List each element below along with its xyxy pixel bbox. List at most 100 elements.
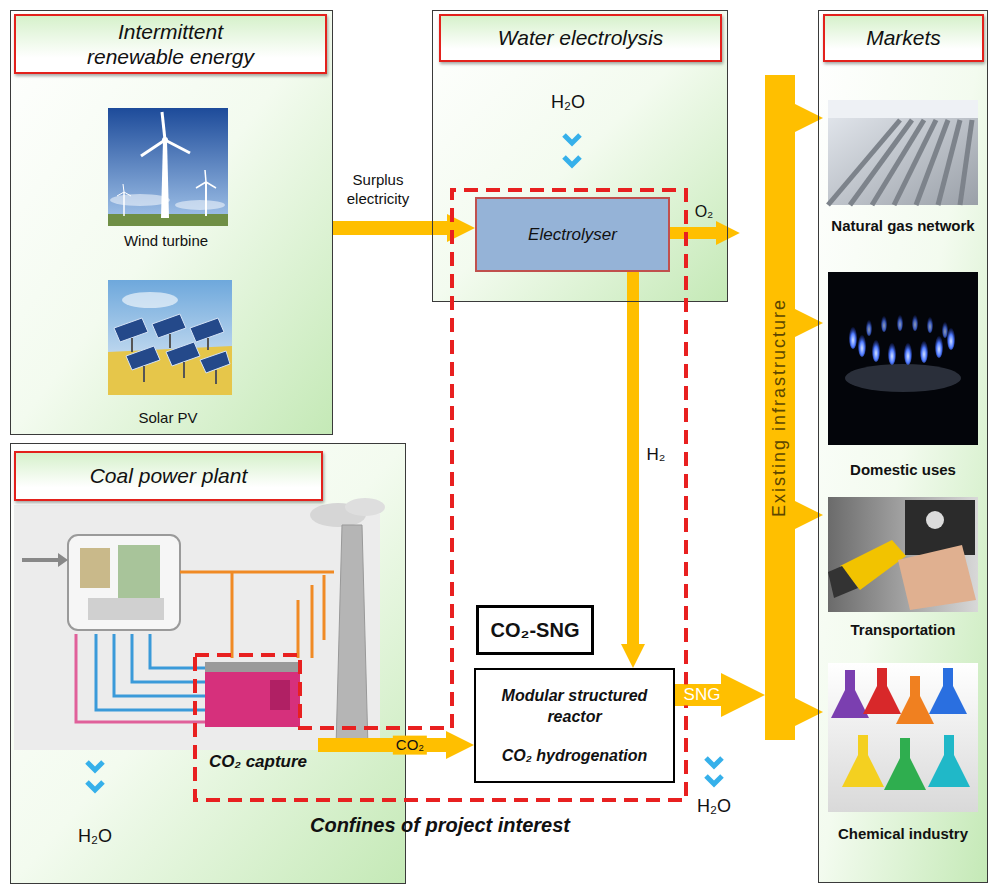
- coal-plant-picture: [58, 553, 68, 567]
- edge-label-holder: Surplus electricity: [336, 171, 420, 209]
- project-boundary: Confines of project interest: [190, 185, 690, 845]
- wind-turbine-picture: [196, 182, 206, 188]
- solar-pv-picture: [108, 280, 232, 395]
- label-holder: H₂O: [697, 795, 731, 818]
- market-item: Natural gas network: [823, 96, 983, 236]
- wind-turbine-picture: [162, 137, 168, 143]
- coal-plant-picture: [118, 545, 160, 600]
- coal-plant-picture: [336, 525, 368, 748]
- coal-plant-picture: [345, 498, 385, 516]
- flow-arrow: [627, 272, 639, 651]
- gas-flame-picture: [912, 315, 918, 331]
- solar-pv-picture: [215, 370, 217, 384]
- coal-plant-picture: [323, 575, 326, 640]
- solar-pv-picture: [108, 280, 232, 395]
- solar-pv-picture: [200, 351, 230, 373]
- edge-label: Surplus electricity: [336, 171, 420, 209]
- box-label: Transportation: [850, 621, 955, 638]
- solar-pv-picture: [114, 314, 230, 373]
- coal-plant-picture: [180, 571, 334, 574]
- coal-plant-picture: [297, 600, 300, 658]
- gas-flame-picture: [858, 335, 866, 357]
- chemical-flask-picture: [929, 668, 967, 714]
- panel-title: Coal power plant: [90, 463, 248, 488]
- flow-label: O₂: [695, 202, 714, 222]
- box-label: Confines of project interest: [310, 814, 570, 837]
- flow-label: H₂O: [78, 825, 112, 848]
- wind-turbine-picture: [206, 182, 216, 188]
- gas-flame-picture: [828, 272, 978, 445]
- edge-label: H₂: [647, 444, 666, 465]
- chemical-flask-picture: [863, 668, 901, 714]
- coal-plant-picture: [231, 572, 234, 658]
- box-label: CO₂ capture: [209, 752, 307, 772]
- gas-flame-picture: [849, 327, 857, 349]
- panel-ground: [10, 10, 988, 884]
- fuel-pump-picture: [898, 545, 976, 610]
- edge-label: CO₂: [393, 736, 427, 755]
- coal-plant-picture: [205, 662, 300, 672]
- flow-arrow: [795, 315, 801, 331]
- wind-turbine-picture: [108, 108, 228, 226]
- box-label: Domestic uses: [850, 461, 956, 478]
- wind-turbine-picture: [205, 170, 206, 182]
- box-label: Chemical industry: [838, 825, 968, 842]
- panel-title: Water electrolysis: [498, 25, 663, 50]
- gas-flame-picture: [935, 336, 943, 358]
- coal-plant-picture: [311, 585, 314, 658]
- box-label: CO₂ hydrogenation: [502, 745, 648, 767]
- gas-flame-picture: [866, 315, 948, 338]
- fuel-pump-picture: [926, 511, 944, 529]
- box-label: Existing infrastructure: [770, 298, 791, 517]
- gas-network-picture: [828, 100, 978, 205]
- solar-pv-picture: [132, 334, 216, 384]
- water-chevron: [87, 782, 103, 790]
- coal-plant-picture: [88, 598, 164, 620]
- coal-plant-picture: [14, 498, 385, 750]
- flow-arrow: [318, 738, 454, 752]
- label-holder: H₂O: [78, 825, 112, 848]
- label-holder: Wind turbine: [124, 232, 208, 251]
- oxygen-arrow: [670, 227, 723, 239]
- wind-turbine-picture: [110, 194, 170, 206]
- chemical-flask-picture: [828, 663, 978, 812]
- coal-plant-picture: [96, 634, 205, 710]
- wind-turbine-picture: [123, 192, 125, 216]
- flow-arrow: [795, 110, 801, 126]
- gas-flame-picture: [849, 327, 955, 365]
- chemical-flask-picture: [884, 738, 926, 790]
- wind-turbine-picture: [175, 200, 225, 210]
- solar-pv-picture: [131, 338, 133, 352]
- box-label: Modular structured reactor: [484, 685, 665, 728]
- process-box: Electrolyser: [475, 197, 670, 272]
- coal-plant-picture: [22, 558, 58, 562]
- edge-label-holder: SNG: [681, 684, 724, 705]
- label-holder: Solar PV: [138, 409, 197, 428]
- water-chevron: [706, 776, 722, 784]
- gas-flame-picture: [947, 328, 955, 350]
- chemical-flask-picture: [828, 663, 978, 812]
- flow-arrow: [675, 684, 734, 706]
- water-chevron: [87, 762, 103, 770]
- gas-flame-picture: [845, 364, 961, 392]
- infrastructure-bar: Existing infrastructure: [765, 75, 795, 740]
- picture-caption: Solar PV: [138, 409, 197, 428]
- chemical-flask-picture: [896, 676, 934, 724]
- label-holder: H₂O: [551, 91, 585, 114]
- gas-flame-picture: [881, 316, 887, 332]
- gas-flame-picture: [920, 341, 928, 363]
- reactor-box: Modular structured reactorCO₂ hydrogenat…: [474, 668, 675, 783]
- coal-plant-picture: [270, 680, 290, 710]
- flow-arrow: [333, 221, 455, 235]
- gas-network-picture: [828, 120, 972, 205]
- fuel-pump-picture: [828, 497, 978, 612]
- market-item: Chemical industry: [823, 659, 983, 844]
- coal-plant-picture: [180, 572, 334, 658]
- source-panel: Intermittent renewable energy: [10, 10, 333, 435]
- coal-plant-picture: [96, 634, 205, 710]
- chemical-flask-picture: [842, 735, 884, 787]
- coal-plant-picture: [205, 662, 300, 727]
- fuel-pump-picture: [905, 500, 975, 555]
- wind-turbine-picture: [141, 140, 165, 156]
